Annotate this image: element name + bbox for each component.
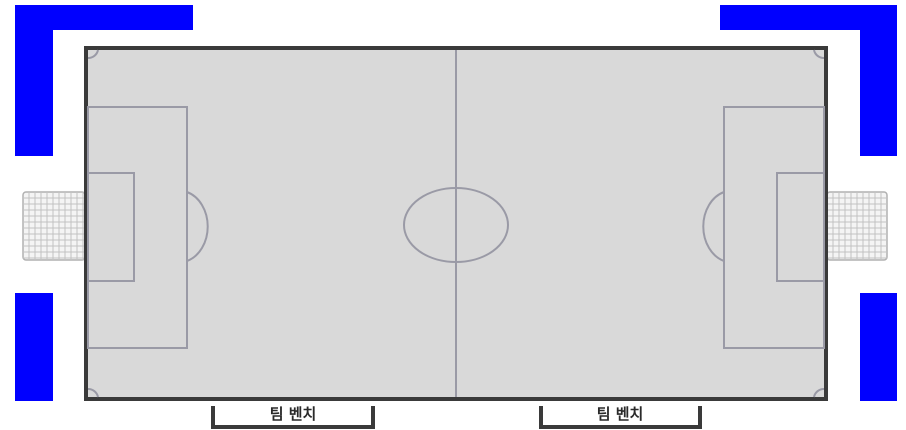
goal-net-right-icon <box>827 192 887 260</box>
bench-label-left: 팀 벤치 <box>270 405 317 423</box>
team-bench-left: 팀 벤치 <box>213 405 373 427</box>
corner-block-bottom-left <box>15 293 53 401</box>
pitch <box>86 48 826 399</box>
goal-net-left-icon <box>23 192 85 260</box>
team-bench-right: 팀 벤치 <box>541 405 700 427</box>
bench-label-right: 팀 벤치 <box>597 405 644 423</box>
corner-block-bottom-right <box>860 293 897 401</box>
